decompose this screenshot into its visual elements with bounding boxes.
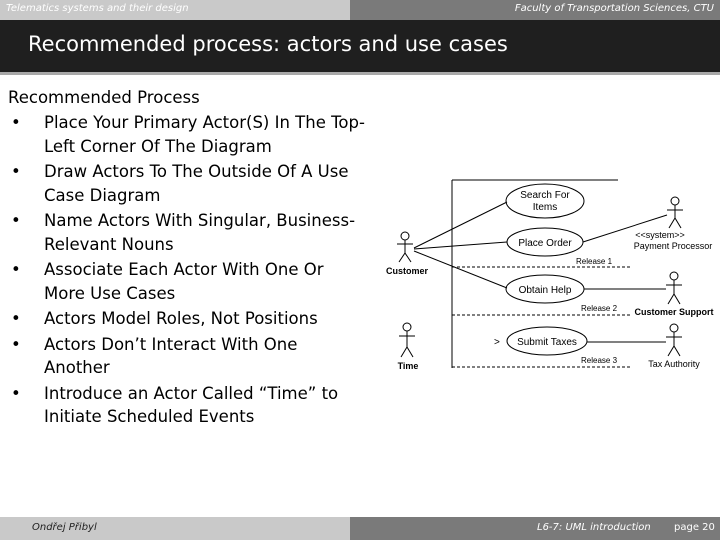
bullet-marker: • bbox=[11, 113, 21, 132]
top-header: Telematics systems and their design Facu… bbox=[0, 0, 720, 20]
associations bbox=[413, 201, 668, 343]
actor-head-icon bbox=[669, 271, 679, 281]
bullet-item: • Introduce an Actor Called “Time” to Ini… bbox=[8, 382, 368, 429]
use-case-diagram: Search For Items Place Order Obtain Help… bbox=[370, 172, 720, 372]
bullet-marker: • bbox=[11, 309, 21, 328]
actor-head-icon bbox=[400, 231, 410, 241]
slide-body: Recommended Process • Place Your Primary … bbox=[8, 86, 368, 429]
bullet-text: Actors Don’t Interact With One Another bbox=[44, 334, 298, 378]
actor-leg bbox=[673, 293, 681, 305]
bullet-marker: • bbox=[11, 334, 21, 354]
bullet-text: Actors Model Roles, Not Positions bbox=[44, 309, 318, 328]
header-right-panel: Faculty of Transportation Sciences, CTU bbox=[350, 0, 720, 20]
bullet-list: • Place Your Primary Actor(S) In The Top-… bbox=[8, 111, 368, 429]
bullet-item: • Place Your Primary Actor(S) In The Top-… bbox=[8, 111, 368, 158]
bullet-text: Introduce an Actor Called “Time” to Init… bbox=[44, 383, 339, 427]
bullet-marker: • bbox=[11, 260, 21, 279]
actor-leg bbox=[673, 345, 681, 357]
bullet-marker: • bbox=[11, 162, 21, 181]
association-line bbox=[582, 214, 668, 243]
bullet-marker: • bbox=[11, 383, 21, 403]
actor-leg bbox=[674, 217, 682, 229]
bullet-text: Name Actors With Singular, Business-Rele… bbox=[44, 211, 356, 254]
bullet-item: • Draw Actors To The Outside Of A Use Cas… bbox=[8, 160, 368, 207]
use-case-submit-taxes: Submit Taxes bbox=[506, 326, 588, 356]
actor-tax-authority bbox=[666, 323, 682, 357]
association-line bbox=[413, 241, 508, 250]
actor-leg bbox=[667, 293, 675, 305]
association-line bbox=[413, 201, 508, 249]
footer-right-panel: L6-7: UML introduction page 20 bbox=[350, 517, 720, 540]
use-case-label: Search For bbox=[520, 190, 570, 201]
bullet-marker: • bbox=[11, 211, 21, 230]
bullet-item: • Actors Don’t Interact With One Another bbox=[8, 333, 368, 380]
use-case-ellipse bbox=[505, 183, 585, 219]
actor-head-icon bbox=[402, 322, 412, 332]
faculty-name: Faculty of Transportation Sciences, CTU bbox=[514, 3, 714, 14]
use-case-label: Items bbox=[533, 202, 557, 213]
section-heading: Recommended Process bbox=[8, 88, 200, 107]
association-line bbox=[413, 250, 508, 289]
footer-left-panel: Ondřej Přibyl bbox=[0, 517, 350, 540]
course-name: Telematics systems and their design bbox=[6, 3, 189, 14]
actor-leg bbox=[406, 346, 414, 358]
actor-stereotype: <<system>> bbox=[635, 230, 685, 240]
actor-head-icon bbox=[670, 196, 680, 206]
actor-customer bbox=[397, 231, 413, 263]
bullet-text: Place Your Primary Actor(S) In The Top-L… bbox=[44, 113, 365, 156]
footer: Ondřej Přibyl L6-7: UML introduction pag… bbox=[0, 517, 720, 540]
use-case-label: Obtain Help bbox=[519, 285, 572, 296]
actor-leg bbox=[398, 252, 406, 263]
title-divider bbox=[0, 72, 720, 75]
use-case-label: Place Order bbox=[518, 238, 572, 249]
actor-leg bbox=[404, 252, 412, 263]
bullet-text: Associate Each Actor With One Or More Us… bbox=[44, 260, 324, 303]
release-label: Release 3 bbox=[581, 356, 618, 365]
actor-label: Customer bbox=[386, 266, 429, 276]
use-case-label: Submit Taxes bbox=[517, 337, 577, 348]
actor-label: Customer Support bbox=[634, 307, 713, 317]
slide-title: Recommended process: actors and use case… bbox=[28, 32, 508, 56]
use-case-ellipse bbox=[506, 326, 588, 356]
actor-label: Payment Processor bbox=[634, 241, 713, 251]
bullet-text: Draw Actors To The Outside Of A Use Case… bbox=[44, 162, 349, 205]
use-case-place-order: Place Order bbox=[506, 227, 584, 257]
page-number: page 20 bbox=[674, 522, 715, 533]
release-label: Release 1 bbox=[576, 257, 613, 266]
actor-customer-support bbox=[666, 271, 682, 305]
title-bar: Recommended process: actors and use case… bbox=[0, 20, 720, 72]
actor-label: Time bbox=[398, 361, 419, 371]
actor-leg bbox=[400, 346, 408, 358]
actor-leg bbox=[667, 345, 675, 357]
actor-label: Tax Authority bbox=[648, 359, 700, 369]
lecture-label: L6-7: UML introduction bbox=[537, 522, 651, 533]
actor-payment-processor bbox=[667, 196, 683, 229]
use-case-diagram-svg: Search For Items Place Order Obtain Help… bbox=[386, 179, 714, 371]
header-left-panel: Telematics systems and their design bbox=[0, 0, 350, 20]
release-label: Release 2 bbox=[581, 304, 618, 313]
bullet-item: • Actors Model Roles, Not Positions bbox=[8, 307, 368, 331]
use-case-search: Search For Items bbox=[505, 183, 585, 219]
bullet-item: • Associate Each Actor With One Or More U… bbox=[8, 258, 368, 305]
arrow-mark: > bbox=[494, 337, 500, 348]
bullet-item: • Name Actors With Singular, Business-Rel… bbox=[8, 209, 368, 256]
use-case-obtain-help: Obtain Help bbox=[505, 274, 585, 304]
author-name: Ondřej Přibyl bbox=[32, 522, 97, 533]
actor-leg bbox=[668, 217, 676, 229]
actor-time bbox=[399, 322, 415, 358]
actor-head-icon bbox=[669, 323, 679, 333]
